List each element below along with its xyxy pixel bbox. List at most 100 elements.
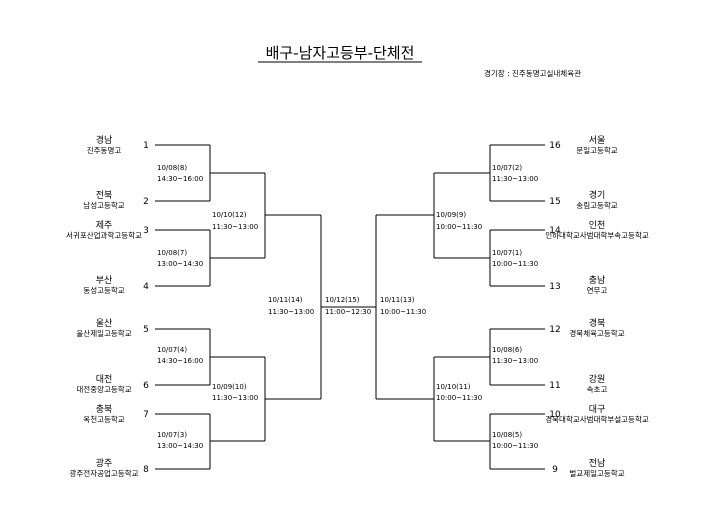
team-slot-9: 9 전남 벌교제일고등학교	[552, 458, 625, 478]
team-school: 대전중앙고등학교	[76, 384, 131, 394]
match-date: 10/11(14)	[268, 296, 303, 304]
team-seed: 12	[549, 325, 560, 335]
team-region: 서울	[589, 135, 606, 146]
match-info-s2: 10/11(13) 10:00~11:30	[380, 296, 426, 316]
team-school: 울산제일고등학교	[76, 328, 131, 338]
team-region: 인천	[589, 220, 606, 231]
team-region: 강원	[589, 374, 606, 385]
match-info-final: 10/12(15) 11:00~12:30	[325, 296, 371, 316]
match-date: 10/10(12)	[212, 211, 247, 219]
team-seed: 3	[143, 226, 149, 236]
right-bracket-lines	[375, 144, 545, 470]
team-region: 충남	[589, 275, 606, 286]
team-seed: 13	[549, 282, 560, 292]
match-date: 10/08(7)	[157, 249, 187, 257]
team-slot-6: 대전 대전중앙고등학교 6	[76, 374, 149, 394]
team-slot-1: 경남 진주동명고 1	[87, 134, 149, 155]
match-date: 10/08(5)	[492, 431, 522, 439]
team-seed: 16	[549, 141, 561, 151]
match-info-s1: 10/11(14) 11:30~13:00	[268, 296, 314, 316]
team-slot-14: 14 인천 인하대학교사범대학부속고등학교	[545, 220, 649, 240]
match-info-m7: 10/08(6) 11:30~13:00	[492, 346, 538, 365]
match-time: 13:00~14:30	[157, 442, 203, 450]
team-school: 문일고등학교	[576, 145, 617, 155]
team-region: 경남	[96, 134, 113, 146]
team-slot-2: 전북 남성고등학교 2	[83, 190, 149, 210]
team-seed: 2	[143, 197, 149, 207]
team-school: 경북체육고등학교	[569, 328, 624, 338]
match-info-m4: 10/07(3) 13:00~14:30	[157, 431, 203, 450]
team-slot-4: 부산 동성고등학교 4	[83, 275, 149, 295]
team-seed: 7	[143, 410, 149, 420]
team-slot-3: 제주 서귀포산업과학고등학교 3	[66, 220, 149, 240]
match-info-q4: 10/10(11) 10:00~11:30	[436, 383, 482, 402]
match-info-q3: 10/09(9) 10:00~11:30	[436, 211, 482, 231]
match-time: 11:00~12:30	[325, 308, 371, 316]
match-info-m6: 10/07(1) 10:00~11:30	[492, 249, 538, 268]
match-date: 10/07(3)	[157, 431, 187, 439]
match-date: 10/07(4)	[157, 346, 187, 354]
team-slot-16: 16 서울 문일고등학교	[549, 135, 618, 155]
team-slot-8: 광주 광주전자공업고등학교 8	[70, 457, 150, 478]
match-time: 11:30~13:00	[212, 223, 258, 231]
team-region: 전남	[589, 458, 606, 469]
team-region: 경기	[589, 189, 606, 201]
team-seed: 11	[549, 381, 560, 391]
match-time: 14:30~16:00	[157, 175, 203, 183]
match-date: 10/10(11)	[436, 383, 471, 391]
team-slot-5: 울산 울산제일고등학교 5	[76, 318, 148, 338]
team-school: 진주동명고	[87, 145, 122, 155]
match-date: 10/08(6)	[492, 346, 522, 354]
team-school: 서귀포산업과학고등학교	[66, 230, 142, 240]
team-region: 광주	[96, 457, 113, 469]
match-date: 10/11(13)	[380, 296, 415, 304]
match-date: 10/07(2)	[492, 164, 522, 172]
match-info-m2: 10/08(7) 13:00~14:30	[157, 249, 203, 268]
team-seed: 5	[143, 325, 149, 335]
team-slot-12: 12 경북 경북체육고등학교	[549, 317, 624, 338]
team-region: 충북	[96, 404, 113, 415]
match-time: 11:30~13:00	[212, 394, 258, 402]
match-info-q2: 10/09(10) 11:30~13:00	[212, 383, 258, 402]
match-time: 10:00~11:30	[436, 394, 482, 402]
team-slot-11: 11 강원 속초고	[549, 374, 607, 394]
team-school: 옥천고등학교	[83, 414, 124, 424]
match-time: 11:30~13:00	[492, 357, 538, 365]
match-time: 11:30~13:00	[492, 175, 538, 183]
team-school: 연무고	[587, 286, 608, 295]
match-date: 10/09(10)	[212, 383, 247, 391]
match-date: 10/12(15)	[325, 296, 360, 304]
team-region: 울산	[96, 318, 113, 329]
team-seed: 4	[143, 282, 149, 292]
match-info-m5: 10/07(2) 11:30~13:00	[492, 164, 538, 183]
team-school: 벌교제일고등학교	[569, 468, 624, 478]
match-info-m1: 10/08(8) 14:30~16:00	[157, 164, 203, 183]
team-region: 부산	[96, 275, 113, 286]
match-info-m3: 10/07(4) 14:30~16:00	[157, 346, 203, 365]
team-slot-15: 15 경기 송림고등학교	[549, 189, 618, 210]
team-school: 경북대학교사범대학부설고등학교	[545, 414, 649, 424]
team-seed: 1	[143, 141, 149, 151]
team-school: 송림고등학교	[576, 200, 617, 210]
match-date: 10/07(1)	[492, 249, 522, 257]
team-school: 광주전자공업고등학교	[70, 468, 139, 478]
left-bracket-lines	[155, 144, 376, 470]
team-slot-10: 10 대구 경북대학교사범대학부설고등학교	[545, 404, 649, 424]
match-time: 11:30~13:00	[268, 308, 314, 316]
team-school: 남성고등학교	[83, 200, 124, 210]
team-region: 대구	[589, 404, 606, 415]
team-school: 속초고	[587, 385, 608, 394]
team-seed: 9	[552, 465, 558, 475]
team-region: 전북	[96, 190, 113, 201]
page-title: 배구-남자고등부-단체전	[266, 44, 415, 62]
match-time: 10:00~11:30	[436, 223, 482, 231]
match-date: 10/08(8)	[157, 164, 187, 172]
match-info-m8: 10/08(5) 10:00~11:30	[492, 431, 538, 450]
team-region: 제주	[96, 220, 113, 231]
team-school: 인하대학교사범대학부속고등학교	[545, 230, 649, 240]
team-seed: 6	[143, 381, 149, 391]
team-slot-7: 충북 옥천고등학교 7	[83, 404, 149, 424]
team-slot-13: 13 충남 연무고	[549, 275, 607, 295]
team-seed: 14	[549, 226, 561, 236]
match-time: 13:00~14:30	[157, 260, 203, 268]
